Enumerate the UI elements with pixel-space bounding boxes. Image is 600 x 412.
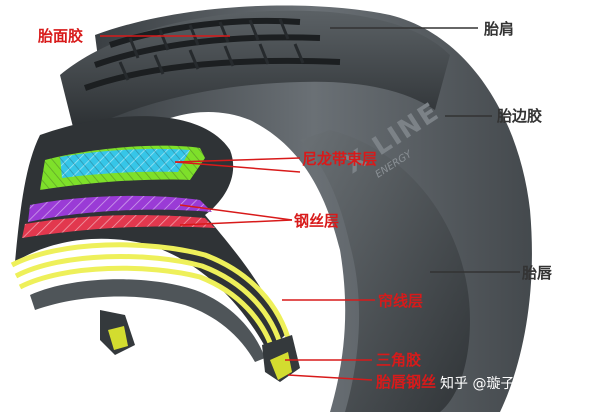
tread-rubber <box>60 10 450 135</box>
label-apex: 三角胶 <box>376 351 421 369</box>
tread-sipes <box>118 18 305 81</box>
label-nylon-belt: 尼龙带束层 <box>302 150 377 168</box>
label-steel-belt: 钢丝层 <box>294 212 339 230</box>
watermark: 知乎 @璇子讲汽车 <box>440 375 556 392</box>
leader-lines <box>100 27 520 381</box>
label-tread: 胎面胶 <box>38 27 83 45</box>
label-bead-wire: 胎唇钢丝 <box>376 373 436 391</box>
bead-wire <box>270 352 292 380</box>
inner-liner <box>30 279 265 362</box>
label-ply: 帘线层 <box>378 292 423 310</box>
label-sidewall: 胎边胶 <box>497 107 542 125</box>
label-shoulder: 胎肩 <box>484 20 514 38</box>
ply-layers <box>10 242 293 355</box>
label-bead: 胎唇 <box>522 264 553 282</box>
tire-inner-sidewall <box>300 130 470 412</box>
